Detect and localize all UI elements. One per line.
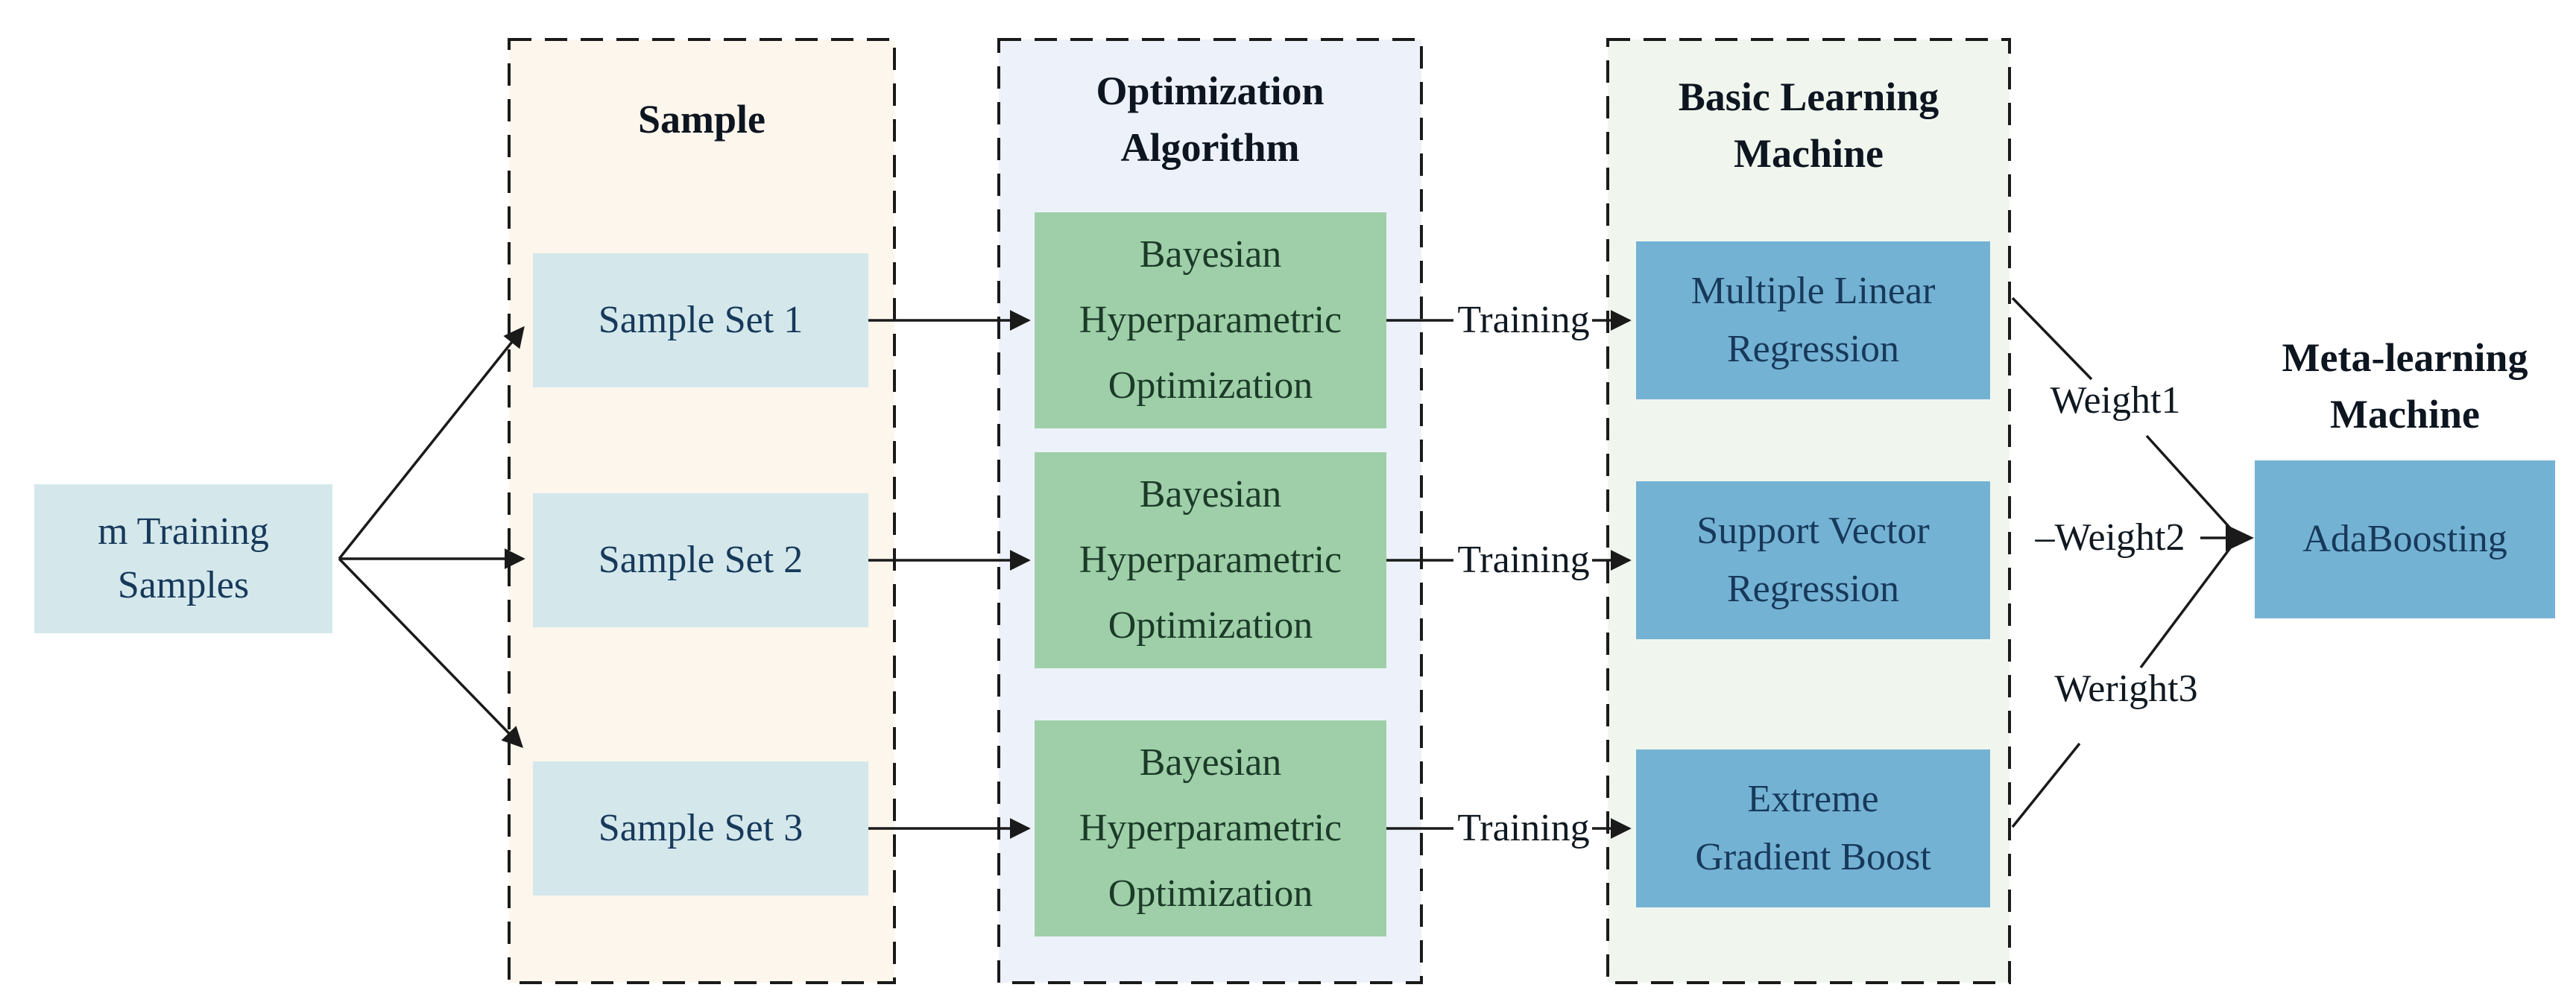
multiple-linear-regression-box: Multiple Linear Regression: [1636, 241, 1990, 399]
weight3-label: Weright3: [2054, 668, 2198, 710]
bayesian-optimization-box-1: Bayesian Hyperparametric Optimization: [1035, 212, 1386, 428]
converging-arrowhead: [2226, 524, 2254, 551]
sample-set-1-box: Sample Set 1: [533, 253, 868, 387]
meta-learning-title: Meta-learning Machine: [2282, 335, 2528, 437]
weight-lines: [2011, 297, 2254, 828]
training-samples-box: m Training Samples: [34, 484, 332, 633]
training-samples-line1: m Training: [98, 510, 269, 553]
sample-to-optimization-arrows: [868, 310, 1031, 839]
support-vector-regression-box: Support Vector Regression: [1636, 481, 1990, 639]
optimization-column-title: Optimization Algorithm: [1096, 69, 1325, 170]
sample-set-2-box: Sample Set 2: [533, 493, 868, 627]
source-fanout-arrows: [338, 326, 525, 749]
training-label-2: Training: [1457, 539, 1590, 581]
weight2-label: –Weight2: [2035, 516, 2185, 559]
training-samples-line2: Samples: [117, 564, 250, 606]
weight1-label: Weight1: [2050, 379, 2181, 422]
adaboosting-box: AdaBoosting: [2255, 460, 2555, 618]
training-label-3: Training: [1457, 807, 1590, 849]
sample-column-title: Sample: [637, 97, 766, 142]
bayesian-optimization-box-2: Bayesian Hyperparametric Optimization: [1035, 452, 1386, 668]
bayesian-optimization-box-3: Bayesian Hyperparametric Optimization: [1035, 720, 1386, 936]
training-arrows: [1386, 310, 1632, 839]
basic-learning-column-title: Basic Learning Machine: [1678, 75, 1939, 176]
extreme-gradient-boost-box: Extreme Gradient Boost: [1636, 749, 1990, 907]
training-label-1: Training: [1457, 299, 1590, 341]
sample-set-3-box: Sample Set 3: [533, 761, 868, 896]
